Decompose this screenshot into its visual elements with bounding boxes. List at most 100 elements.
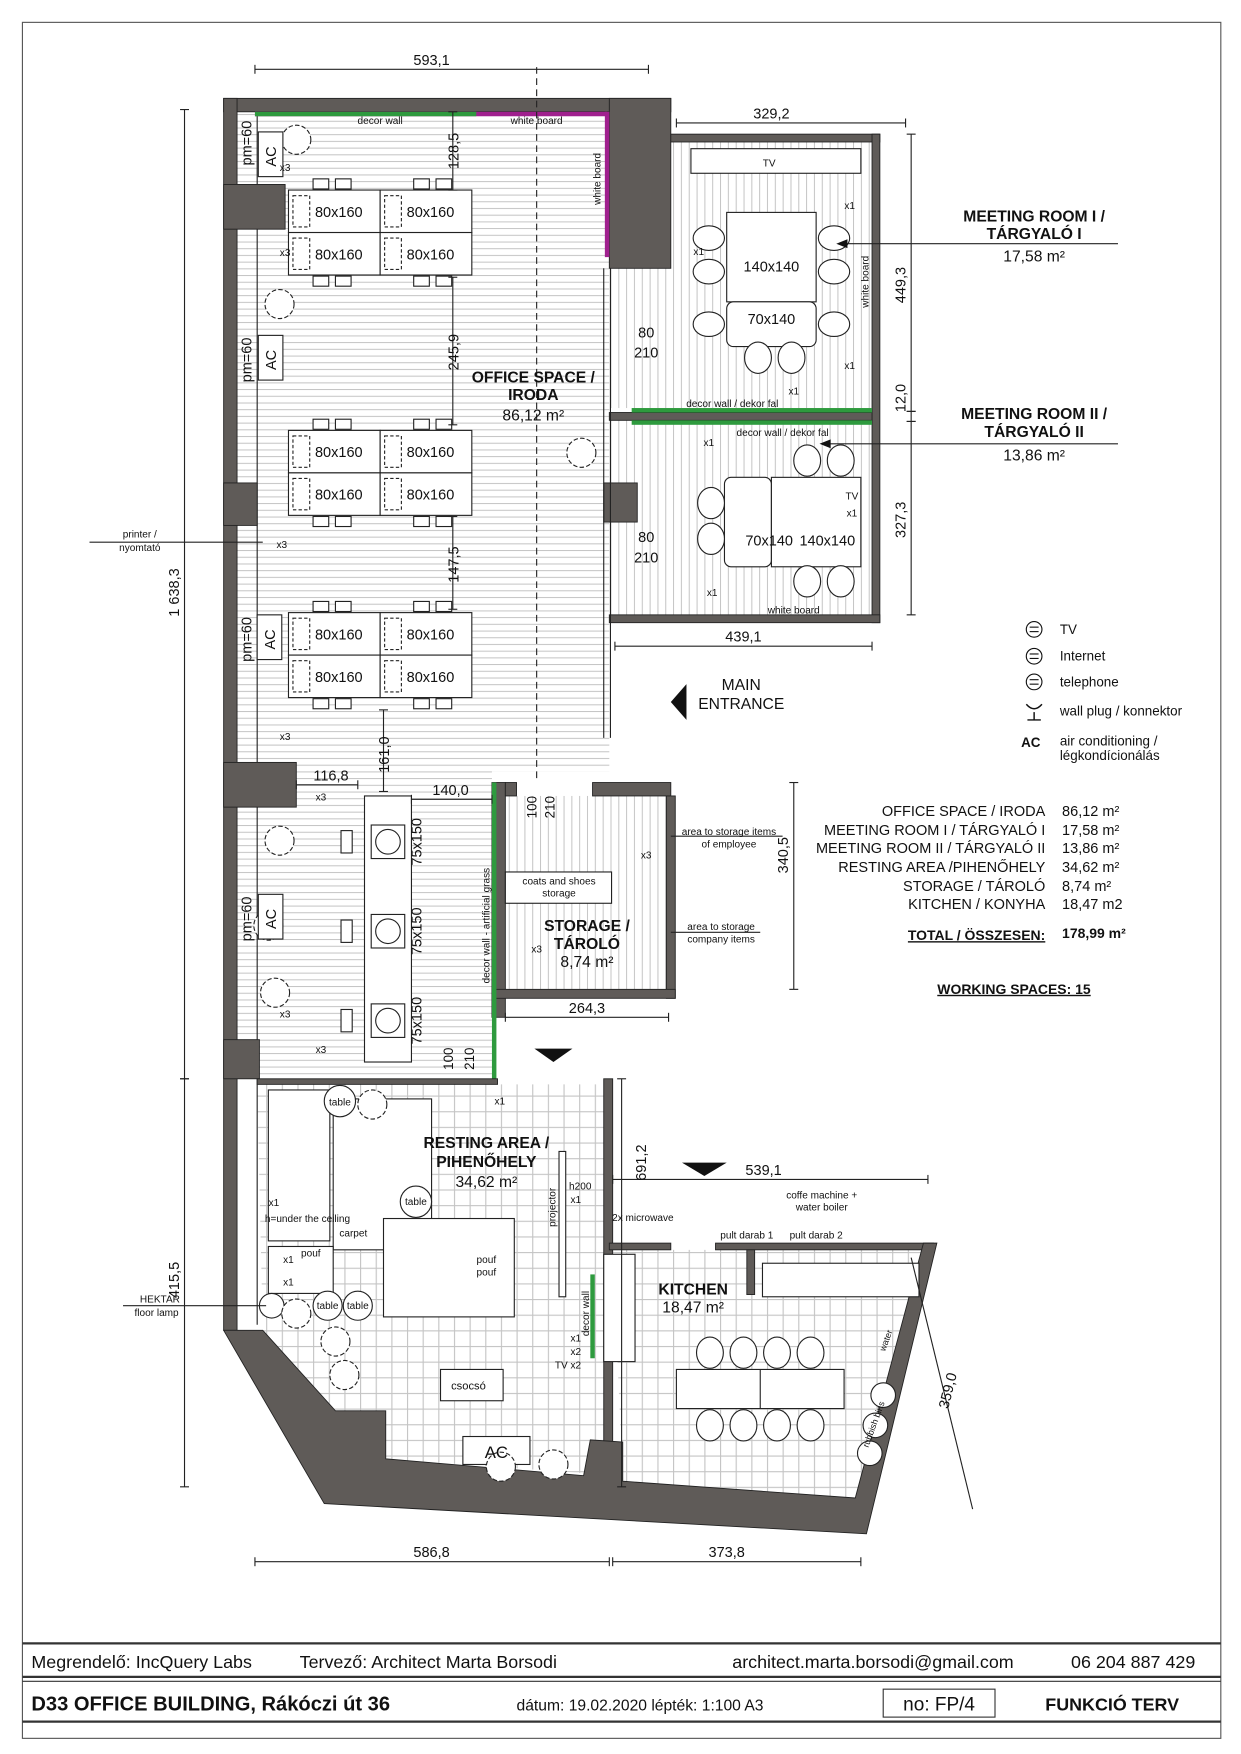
door-width: 100 (525, 796, 540, 818)
chair (334, 600, 352, 613)
dimension-label: 586,8 (413, 1545, 449, 1561)
telephone-socket-icon (1025, 673, 1043, 691)
dimension-label: 340,5 (776, 837, 792, 873)
table-size-label: 140x140 (799, 534, 855, 550)
chair (413, 275, 430, 287)
title-block (22, 1642, 1221, 1723)
desk: 80x160 (287, 472, 381, 516)
chair (692, 258, 726, 285)
main-entrance-label: ENTRANCE (698, 696, 784, 713)
desk: 80x160 (379, 429, 473, 474)
pouf-label: pouf (477, 1268, 497, 1279)
area-row-label: RESTING AREA /PIHENŐHELY (838, 859, 1045, 876)
carpet-label: carpet (339, 1228, 367, 1239)
ac-unit (257, 131, 284, 178)
floor-lamp-label: HEKTAR (140, 1294, 180, 1305)
chair (413, 600, 430, 613)
walls (222, 97, 938, 1535)
desk: 80x160 (287, 612, 381, 656)
dimension-label: 415,5 (167, 1262, 183, 1298)
chair (796, 1336, 825, 1369)
ac-label: AC (485, 1443, 508, 1462)
room-area: 18,47 m² (662, 1299, 724, 1316)
chair (826, 565, 855, 598)
desk: 80x160 (287, 429, 381, 474)
area-row-value: 8,74 m² (1062, 879, 1111, 895)
plant-icon (281, 124, 312, 155)
sheet-number-box (882, 1688, 996, 1718)
chair (697, 522, 726, 556)
socket-count: x3 (280, 732, 291, 743)
chair (763, 1409, 791, 1442)
plant-icon (264, 288, 295, 320)
desk: 80x160 (379, 472, 473, 516)
area-row-label: OFFICE SPACE / IRODA (882, 804, 1046, 820)
total-label: TOTAL / ÖSSZESEN: (908, 927, 1045, 943)
tv-label: TV (845, 492, 858, 503)
socket-count: x1 (494, 1096, 505, 1107)
white-board-label: white board (861, 256, 872, 309)
chair (435, 698, 453, 710)
chair (796, 1409, 825, 1442)
dimension-label: 140,0 (432, 783, 468, 799)
table-size-label: 75x150 (410, 997, 426, 1045)
chair (334, 698, 352, 710)
floor-lamp-label: floor lamp (135, 1308, 180, 1319)
area-row-label: MEETING ROOM I / TÁRGYALÓ I (824, 822, 1045, 839)
chair (692, 311, 726, 338)
white-board-label: white board (767, 606, 820, 617)
desk: 80x160 (287, 654, 381, 699)
table-label: table (347, 1301, 369, 1312)
decor-wall-label: decor wall / dekor fal (737, 428, 829, 439)
storage-note: area to storage (687, 922, 755, 933)
microwave-label: 2x microwave (612, 1213, 674, 1224)
plant-icon (320, 1326, 351, 1357)
room-area: 8,74 m² (560, 954, 613, 971)
desk-size-label: 80x160 (407, 205, 455, 221)
ac-label: AC (264, 350, 280, 370)
chair (312, 515, 330, 528)
dimension-label: 373,8 (709, 1545, 745, 1561)
chair (334, 418, 352, 430)
room-name: RESTING AREA / (423, 1135, 549, 1152)
desk-size-label: 80x160 (315, 445, 363, 461)
ac-icon: AC (1021, 735, 1041, 750)
socket-count: x1 (570, 1195, 581, 1206)
dimension-label: 12,0 (894, 384, 910, 412)
chair (817, 311, 851, 338)
area-row-value: 18,47 m2 (1062, 897, 1123, 913)
legend-label: air conditioning / (1060, 734, 1158, 749)
desk: 80x160 (379, 612, 473, 656)
ac-label: AC (264, 909, 280, 929)
legend-label: TV (1060, 622, 1077, 637)
plant-icon (357, 1089, 388, 1120)
decor-wall-label: decor wall (358, 116, 403, 127)
tv-label: TV (763, 159, 776, 170)
tv-socket-icon (1025, 620, 1043, 638)
socket-count: x3 (316, 792, 327, 803)
desk: 80x160 (287, 231, 381, 276)
chair (435, 275, 453, 287)
legend-label: légkondícionálás (1060, 748, 1160, 763)
stool (375, 1007, 401, 1034)
entrance-arrow-kitchen (681, 1162, 727, 1177)
chair (334, 275, 352, 287)
legend-item: wall plug / konnektor (1025, 703, 1183, 721)
socket-count: x3 (280, 248, 291, 259)
door-width: 100 (441, 1047, 456, 1069)
chair (744, 341, 772, 374)
socket-count: TV x2 (555, 1360, 582, 1371)
door-height: 210 (543, 796, 558, 818)
height-note: h200 (569, 1181, 592, 1192)
chair (793, 444, 822, 477)
plant-icon (485, 1451, 516, 1482)
table-size-label: 75x150 (410, 818, 426, 866)
door-width: 80 (638, 530, 654, 546)
chair (697, 486, 726, 520)
desk-size-label: 80x160 (407, 488, 455, 504)
legend-item: Internet (1025, 647, 1106, 665)
socket-count: x1 (844, 201, 855, 212)
chair (413, 418, 430, 430)
